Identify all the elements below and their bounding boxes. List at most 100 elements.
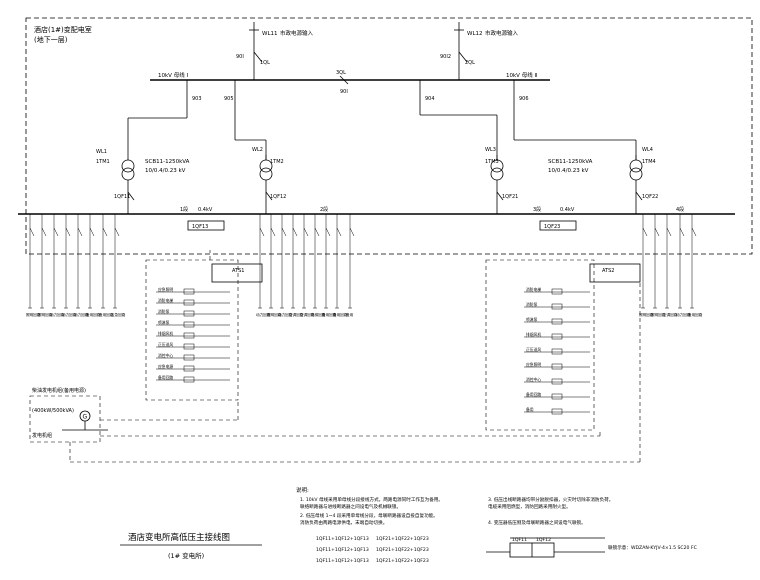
lv-section-4: 4段 (676, 206, 684, 213)
lv-breaker-icon (53, 227, 59, 237)
generator-label: 发电机组 (32, 432, 52, 439)
note-right-1: 3. 低压出线断路器均带分励脱扣器，火灾时切除非消防负荷。 (488, 496, 613, 503)
lv-breaker-icon (654, 227, 660, 237)
legend-label-left: 1QF11 (512, 537, 527, 543)
room-floor: (地下一层) (34, 35, 68, 44)
generator-unit: 柴油发电机组(备用电源) (400kW/500kVA) G 发电机组 (29, 282, 641, 463)
ats-row-label: 消防电梯 (158, 298, 173, 303)
hv-feeder-label-2: 905 (224, 96, 234, 102)
legend-caption: 联锁示意：WDZAN-KYJV-4×1.5 SC20 FC (608, 544, 697, 551)
ats-row-label: 喷淋泵 (526, 317, 538, 322)
ats-row-breaker-icon (183, 332, 195, 339)
lv-feeder-caption: 照明回路 (651, 312, 666, 317)
lv-breaker-icon (642, 227, 648, 237)
tx-2-line: WL2 (252, 147, 263, 153)
hv-incoming-right: WL12 市政电源输入 90I2 2QL (440, 22, 519, 80)
tx-4-line: WL4 (642, 147, 653, 153)
transformer-winding-icon (259, 159, 273, 173)
lv-section-1: 1段 (180, 206, 188, 213)
hv-feeder-label-4: 906 (519, 96, 529, 102)
lv-breaker-icon (303, 227, 309, 237)
ats-row-breaker-icon (551, 333, 563, 340)
ats-row-label: 正压送风 (158, 342, 173, 347)
hv-tie-label: 3QL (336, 70, 346, 76)
lv-voltage-2: 0.4kV (560, 207, 575, 213)
generator-rating: (400kW/500kVA) (32, 408, 74, 414)
lv-feeder-caption: 动力回路 (50, 312, 65, 317)
ats-panel-1: ATS1 (145, 250, 263, 401)
lv-feeder-caption: 备用回路 (322, 312, 337, 317)
tx-2-id: 1TM2 (270, 159, 284, 165)
lv-feeder-caption: 备用 (346, 312, 354, 317)
lv-tie-1: 1QF13 (192, 224, 208, 230)
ats-row-label: 消防电梯 (526, 287, 541, 292)
tx-spec-right-ratio: 10/0.4/0.23 kV (548, 168, 589, 174)
ats-2-name: ATS2 (602, 268, 614, 274)
lv-section-2: 2段 (320, 206, 328, 213)
transformer-winding-icon (629, 167, 643, 181)
lv-breaker-icon (41, 227, 47, 237)
tx-2-breaker: 1QF12 (270, 194, 286, 200)
lv-breaker-icon (666, 227, 672, 237)
note-left-3: 2. 低压母线 1~4 段采用单母线分段，母联断路器设自投自复功能。 (300, 512, 438, 519)
tx-1-line: WL1 (96, 149, 107, 155)
hv-switch-right: 2QL (465, 60, 475, 66)
transformer-winding-icon (490, 159, 504, 173)
interlock-legend: 1QF11 1QF12 联锁示意：WDZAN-KYJV-4×1.5 SC20 F… (486, 537, 697, 558)
ats-row-breaker-icon (551, 288, 563, 295)
lv-breaker-icon (314, 227, 320, 237)
interlock-2: 1QF21+1QF22+1QF23 (376, 536, 429, 542)
ats-row-label: 应急照明 (526, 362, 541, 367)
lv-tie-2: 1QF23 (544, 224, 560, 230)
lv-feeder-caption: 备用回路 (86, 312, 101, 317)
ats-row-breaker-icon (551, 303, 563, 310)
notes-heading: 说明: (296, 486, 309, 494)
hv-fuse-right: 90I2 (440, 54, 451, 60)
ats-row-breaker-icon (183, 288, 195, 295)
ats-row-label: 消控中心 (526, 377, 541, 382)
lv-feeder-caption: 空调回路 (663, 312, 678, 317)
transformer-winding-icon (121, 167, 135, 181)
hv-source-right: 市政电源输入 (485, 29, 519, 37)
lv-breaker-icon (281, 227, 287, 237)
lv-feeder-caption: 动力回路 (62, 312, 77, 317)
lv-breaker-icon (29, 227, 35, 237)
note-right-2: 电缆采用阻燃型，消防回路采用耐火型。 (488, 503, 571, 510)
ats-row-label: 消控中心 (158, 353, 173, 358)
hv-busbar: 10kV 母线 Ⅰ 10kV 母线 Ⅱ 3QL 90I (150, 70, 550, 95)
ats-row-label: 正压送风 (526, 347, 541, 352)
lv-feeder-caption: 动力回路 (74, 312, 89, 317)
lv-feeder-caption: 动力回路 (676, 312, 691, 317)
lv-feeder-caption: 备用回路 (688, 312, 703, 317)
ats-row-breaker-icon (551, 408, 563, 415)
ats-row-breaker-icon (183, 376, 195, 383)
drawing-title: 酒店变电所高低压主接线图 (128, 532, 230, 543)
transformer-winding-icon (490, 167, 504, 181)
lv-breaker-icon (102, 227, 108, 237)
lv-breaker-icon (336, 227, 342, 237)
transformer-winding-icon (629, 159, 643, 173)
tx-1-breaker: 1QF11 (114, 194, 130, 200)
ats-row-breaker-icon (551, 378, 563, 385)
ats-row-breaker-icon (183, 365, 195, 372)
lv-feeder-caption: 备用回路 (99, 312, 114, 317)
ats-row-label: 应急电源 (158, 364, 173, 369)
ats-row-label: 消防泵 (526, 302, 538, 307)
ats-row-breaker-icon (183, 321, 195, 328)
hv-line-right: WL12 (467, 31, 483, 37)
hv-source-left: 市政电源输入 (280, 29, 314, 37)
hv-feeders: 903 905 904 906 (127, 80, 637, 160)
ats-row-label: 排烟风机 (526, 332, 541, 337)
notes-block: 说明: 1. 10kV 母线采用单母线分段接线方式，两路电源同时工作互为备用。 … (296, 486, 613, 564)
lv-voltage-1: 0.4kV (198, 207, 213, 213)
lv-busbar: 1段 0.4kV 2段 3段 0.4kV 4段 1QF13 1QF23 (18, 206, 735, 231)
ats-row-breaker-icon (551, 348, 563, 355)
hv-switch-left: 1QL (260, 60, 270, 66)
lv-feeder-caption: 电梯回路 (311, 312, 326, 317)
lv-feeder-caption: 备用回路 (333, 312, 348, 317)
hv-bus-left-label: 10kV 母线 Ⅰ (158, 71, 188, 79)
lv-feeder-caption: 照明回路 (26, 312, 41, 317)
ats-panel-2: ATS2 (485, 259, 641, 431)
tx-spec-left-ratio: 10/0.4/0.23 kV (145, 168, 186, 174)
